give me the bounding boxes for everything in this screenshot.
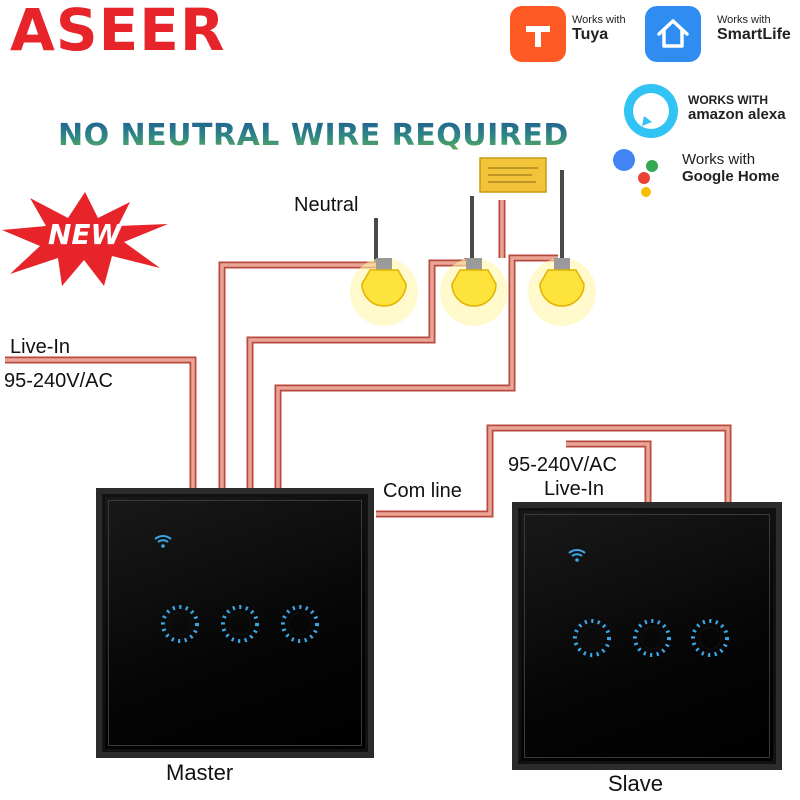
- capacitor-icon: [479, 157, 547, 193]
- bulb-icon: [350, 258, 418, 326]
- live-in-left-label: Live-In: [10, 336, 71, 358]
- bulb-icon: [440, 258, 508, 326]
- google-badge-line1: Works with: [682, 151, 756, 168]
- slave-label: Slave: [608, 771, 664, 796]
- voltage-left-label: 95-240V/AC: [4, 370, 113, 392]
- neutral-label: Neutral: [294, 194, 359, 216]
- touch-button-1[interactable]: [570, 616, 614, 665]
- smartlife-badge-line1: Works with: [717, 14, 771, 26]
- touch-button-2[interactable]: [630, 616, 674, 665]
- brand-logo: ASEER: [10, 0, 226, 64]
- master-switch-panel[interactable]: [96, 488, 374, 758]
- wifi-icon: [154, 534, 172, 553]
- touch-button-1[interactable]: [158, 602, 202, 651]
- tuya-badge-line1: Works with: [572, 14, 626, 26]
- google-badge-line2: Google Home: [682, 167, 780, 185]
- alexa-badge-line1: WORKS WITH: [688, 93, 768, 107]
- voltage-right-label: 95-240V/AC: [508, 454, 617, 476]
- google-assistant-icon: [610, 144, 668, 203]
- smartlife-home-icon: [645, 6, 701, 62]
- touch-button-3[interactable]: [688, 616, 732, 665]
- touch-button-2[interactable]: [218, 602, 262, 651]
- smartlife-badge: Works with SmartLife: [645, 6, 791, 62]
- google-badge: Works with Google Home: [610, 144, 780, 203]
- tuya-logo-icon: [510, 6, 566, 62]
- wifi-icon: [568, 548, 586, 567]
- alexa-ring-icon: [622, 82, 680, 145]
- alexa-badge: WORKS WITH amazon alexa: [622, 82, 786, 145]
- slave-switch-panel[interactable]: [512, 502, 782, 770]
- alexa-badge-line2: amazon alexa: [688, 106, 786, 124]
- bulb-icon: [528, 258, 596, 326]
- smartlife-badge-line2: SmartLife: [717, 26, 791, 44]
- com-line-label: Com line: [383, 480, 462, 502]
- tuya-badge-line2: Tuya: [572, 26, 609, 44]
- new-badge-text: NEW: [48, 218, 122, 251]
- master-label: Master: [166, 760, 234, 785]
- tuya-badge: Works with Tuya: [510, 6, 626, 62]
- new-starburst-icon: NEW: [0, 190, 170, 290]
- headline: NO NEUTRAL WIRE REQUIRED: [58, 118, 569, 153]
- live-in-right-label: Live-In: [544, 478, 605, 500]
- touch-button-3[interactable]: [278, 602, 322, 651]
